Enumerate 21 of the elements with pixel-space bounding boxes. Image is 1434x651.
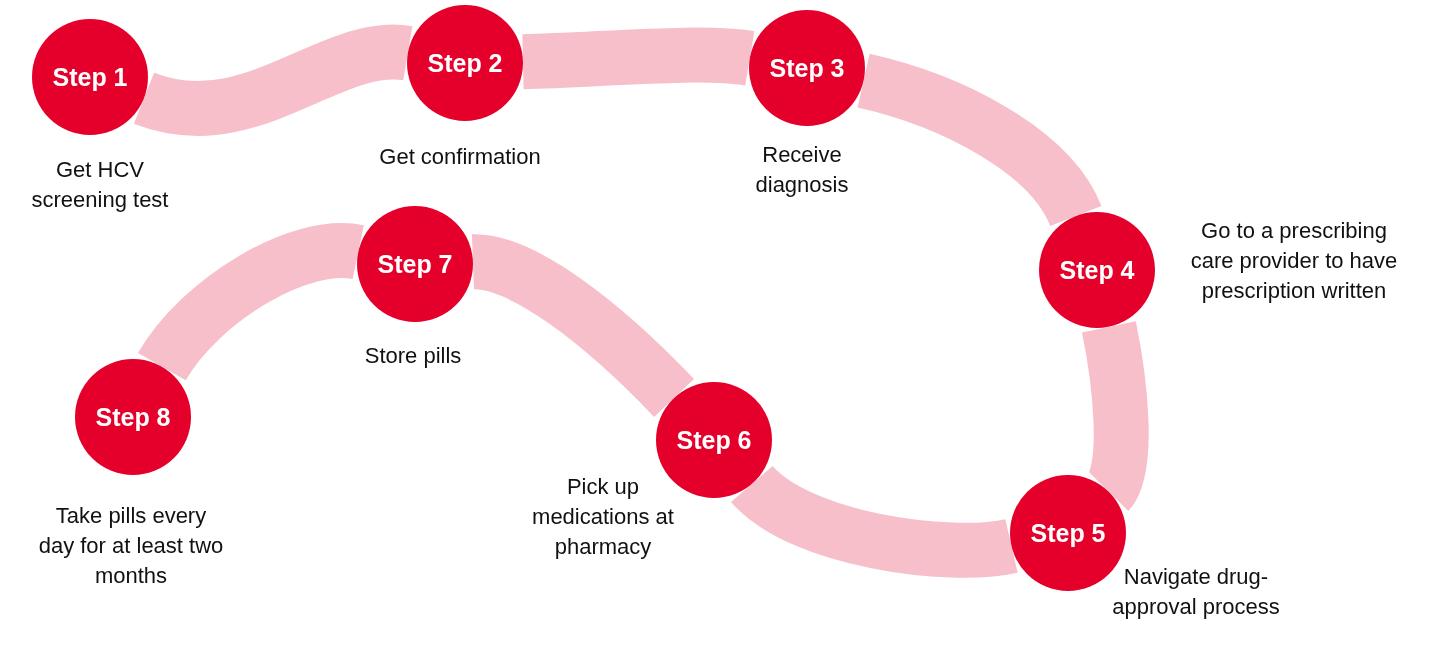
step-description: Go to a prescribing care provider to have prescription written bbox=[1189, 217, 1399, 305]
step-label: Step 5 bbox=[1030, 518, 1106, 548]
path-ribbon bbox=[1081, 321, 1149, 508]
step-description: Pick up medications at pharmacy bbox=[531, 473, 675, 561]
step-label: Step 2 bbox=[427, 48, 503, 78]
path-ribbon bbox=[138, 223, 361, 382]
step-label: Step 1 bbox=[52, 62, 128, 92]
step-description: Get HCV screening test bbox=[30, 156, 170, 214]
path-ribbon bbox=[856, 54, 1101, 229]
step-label: Step 7 bbox=[377, 249, 453, 279]
step-description: Get confirmation bbox=[378, 143, 542, 171]
step-label: Step 3 bbox=[769, 53, 845, 83]
step-description: Store pills bbox=[363, 342, 463, 370]
path-ribbon bbox=[522, 27, 754, 90]
step-description: Take pills every day for at least two months bbox=[38, 502, 224, 590]
path-ribbon bbox=[136, 24, 410, 136]
step-description: Receive diagnosis bbox=[754, 141, 850, 199]
step-description: Navigate drug-approval process bbox=[1111, 563, 1281, 621]
step-label: Step 6 bbox=[676, 425, 752, 455]
step-label: Step 8 bbox=[95, 402, 171, 432]
step-label: Step 4 bbox=[1059, 255, 1135, 285]
